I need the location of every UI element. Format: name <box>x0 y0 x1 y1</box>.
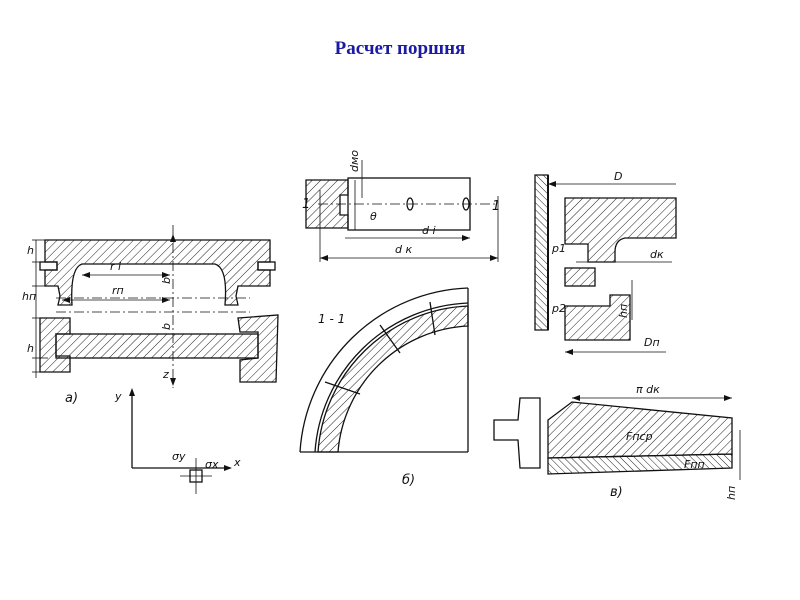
label-F-pp: Fпп <box>684 458 705 471</box>
label-theta: θ <box>370 210 377 223</box>
dim-h-p3: hп <box>725 486 738 500</box>
label-fig-v: в) <box>610 485 623 500</box>
label-fig-a: а) <box>65 391 78 406</box>
figure-a: h hп h r i rп b b z а) y x σу σх <box>22 225 279 494</box>
ring-section-small <box>564 267 596 287</box>
dim-r-i: r i <box>110 260 121 273</box>
figure-b: 1 - 1 б) <box>299 287 469 488</box>
dim-D-p: Dп <box>644 336 660 349</box>
ring-groove-right <box>257 261 276 271</box>
dim-h-bottom: h <box>27 342 34 355</box>
piston-land-lower <box>564 294 631 341</box>
figure-v: π dк Fпср Fпп hп в) <box>493 383 741 500</box>
ring-strip-top <box>547 401 733 459</box>
piston-head-section <box>44 239 271 306</box>
cylinder-wall <box>534 174 549 331</box>
axis-z-label: z <box>162 368 169 381</box>
dim-h-p: hп <box>22 290 36 303</box>
section-mark-left: 1 <box>302 197 310 212</box>
sigma-y-label: σу <box>172 450 186 463</box>
ring-cross-section <box>493 397 541 469</box>
label-F-pcp: Fпср <box>626 430 653 443</box>
label-fig-b: б) <box>402 473 415 488</box>
dim-d-mo: dмо <box>348 150 361 172</box>
outer-arc <box>299 287 469 453</box>
dim-b-bottom: b <box>160 323 173 330</box>
dim-pi-dk: π dк <box>636 383 660 396</box>
ring-groove-left <box>39 261 58 271</box>
dim-h-p2: hп <box>617 304 630 318</box>
axis-y-label: y <box>114 390 122 403</box>
page-title: Расчет поршня <box>334 38 466 59</box>
dim-b-top: b <box>160 277 173 284</box>
dim-h-top: h <box>27 244 34 257</box>
axis-x-label: x <box>233 456 241 469</box>
ring-beam-section <box>55 333 259 359</box>
dim-d-k2: dк <box>650 248 664 261</box>
ring-land-figure: D dк p1 p2 hп Dп <box>534 170 677 355</box>
label-section: 1 - 1 <box>318 312 345 326</box>
pin-hole-figure: dмо θ d i d к 1 1 <box>302 150 500 262</box>
section-mark-right: 1 <box>492 199 500 214</box>
dim-D: D <box>614 170 622 183</box>
dim-d-k: d к <box>395 243 412 256</box>
dim-r-p: rп <box>112 284 124 297</box>
dim-d-i: d i <box>422 224 436 237</box>
ring-section <box>317 305 469 453</box>
label-p2: p2 <box>551 302 566 315</box>
label-p1: p1 <box>551 242 566 255</box>
ring-strip-edge <box>547 453 733 475</box>
sigma-x-label: σх <box>205 458 219 471</box>
